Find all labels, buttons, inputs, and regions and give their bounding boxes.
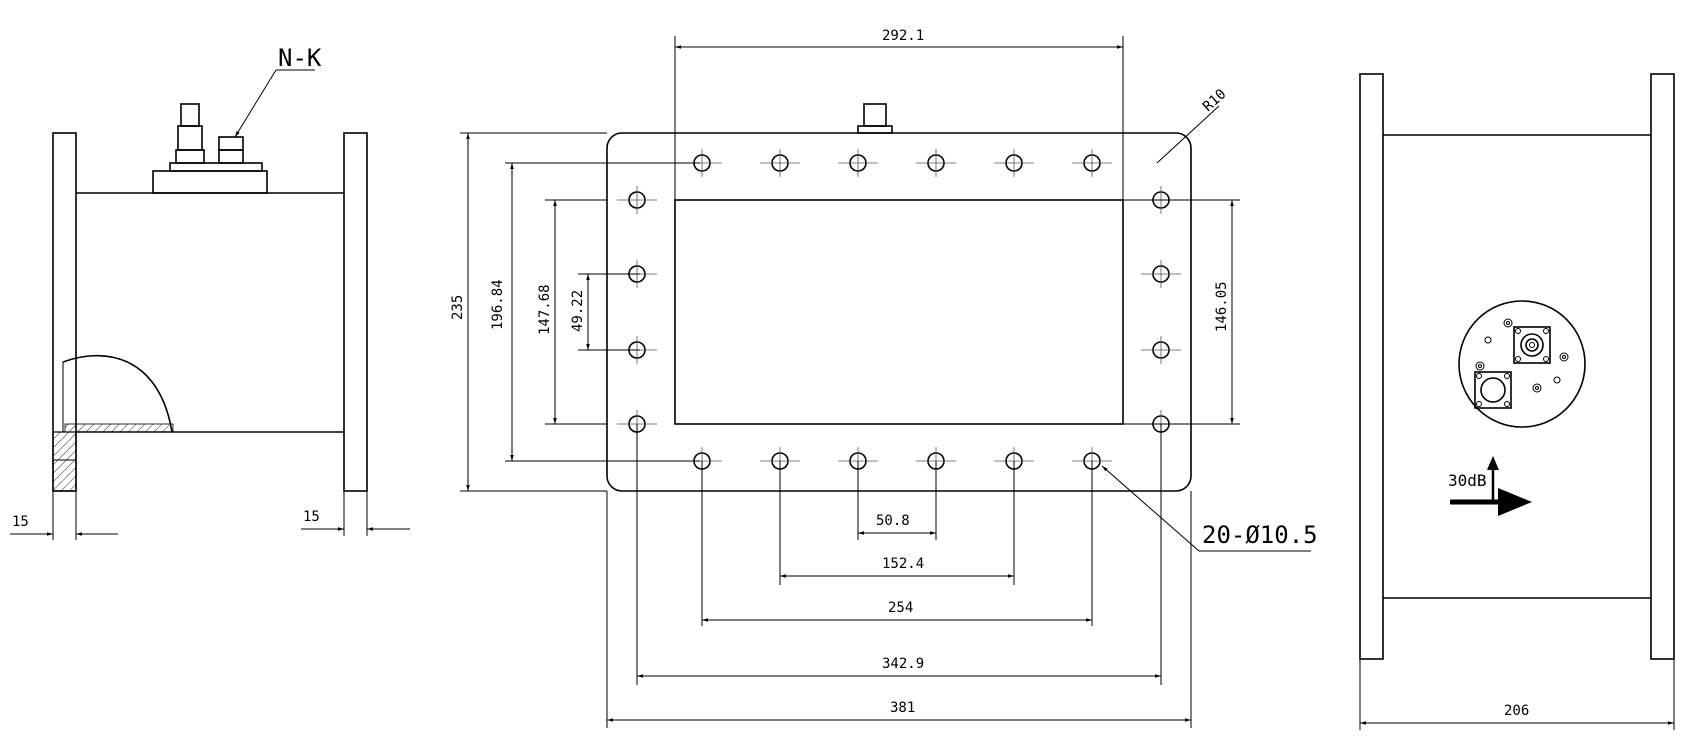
connector-label: N-K (278, 44, 322, 72)
connector-one (180, 103, 200, 127)
right-flange (343, 132, 368, 492)
n-k-leader (234, 69, 277, 138)
radius-leader (1156, 105, 1220, 164)
dim-342-9: 342.9 (882, 656, 924, 672)
dim-49-22: 49.22 (570, 290, 586, 332)
hole-callout: 20-Ø10.5 (1202, 521, 1318, 549)
hatched-flange-section (52, 431, 77, 492)
bolt-holes (617, 149, 1181, 475)
coupler-port-upper (1513, 326, 1551, 364)
coupling-label: 30dB (1448, 471, 1487, 490)
dim-206: 206 (1504, 703, 1529, 719)
dim-152-4: 152.4 (882, 556, 924, 572)
dim-254: 254 (888, 600, 913, 616)
connector-n-k (218, 136, 244, 151)
dim-235: 235 (450, 295, 466, 320)
flange-outline (606, 132, 1192, 492)
coupler-screws (1475, 318, 1569, 393)
coupler-port-lower (1474, 371, 1512, 409)
waveguide-opening (674, 199, 1124, 425)
end-view: 30dB 206 (1359, 73, 1675, 730)
dim-146-05: 146.05 (1214, 281, 1230, 332)
corner-radius: R10 (1200, 86, 1230, 115)
dim-196-84: 196.84 (490, 279, 506, 330)
hatched-wall (64, 423, 174, 433)
side-view: N-K 15 15 (10, 44, 410, 540)
end-left-flange (1359, 73, 1384, 660)
flange-thickness-right: 15 (303, 509, 320, 525)
hole-callout-leader (1101, 465, 1200, 552)
dim-381: 381 (890, 700, 915, 716)
coupler-disc (1458, 300, 1586, 428)
dim-147-68: 147.68 (537, 284, 553, 335)
connector-base-plate (152, 170, 268, 194)
dim-292-1: 292.1 (882, 28, 924, 44)
front-view: R10 292.1 235 196.84 147.68 49.22 146.05… (450, 28, 1318, 728)
dim-50-8: 50.8 (876, 513, 910, 529)
flange-thickness-left: 15 (12, 514, 29, 530)
cutaway-curve (62, 354, 173, 433)
end-right-flange (1650, 73, 1675, 660)
connector-mount (169, 162, 263, 172)
